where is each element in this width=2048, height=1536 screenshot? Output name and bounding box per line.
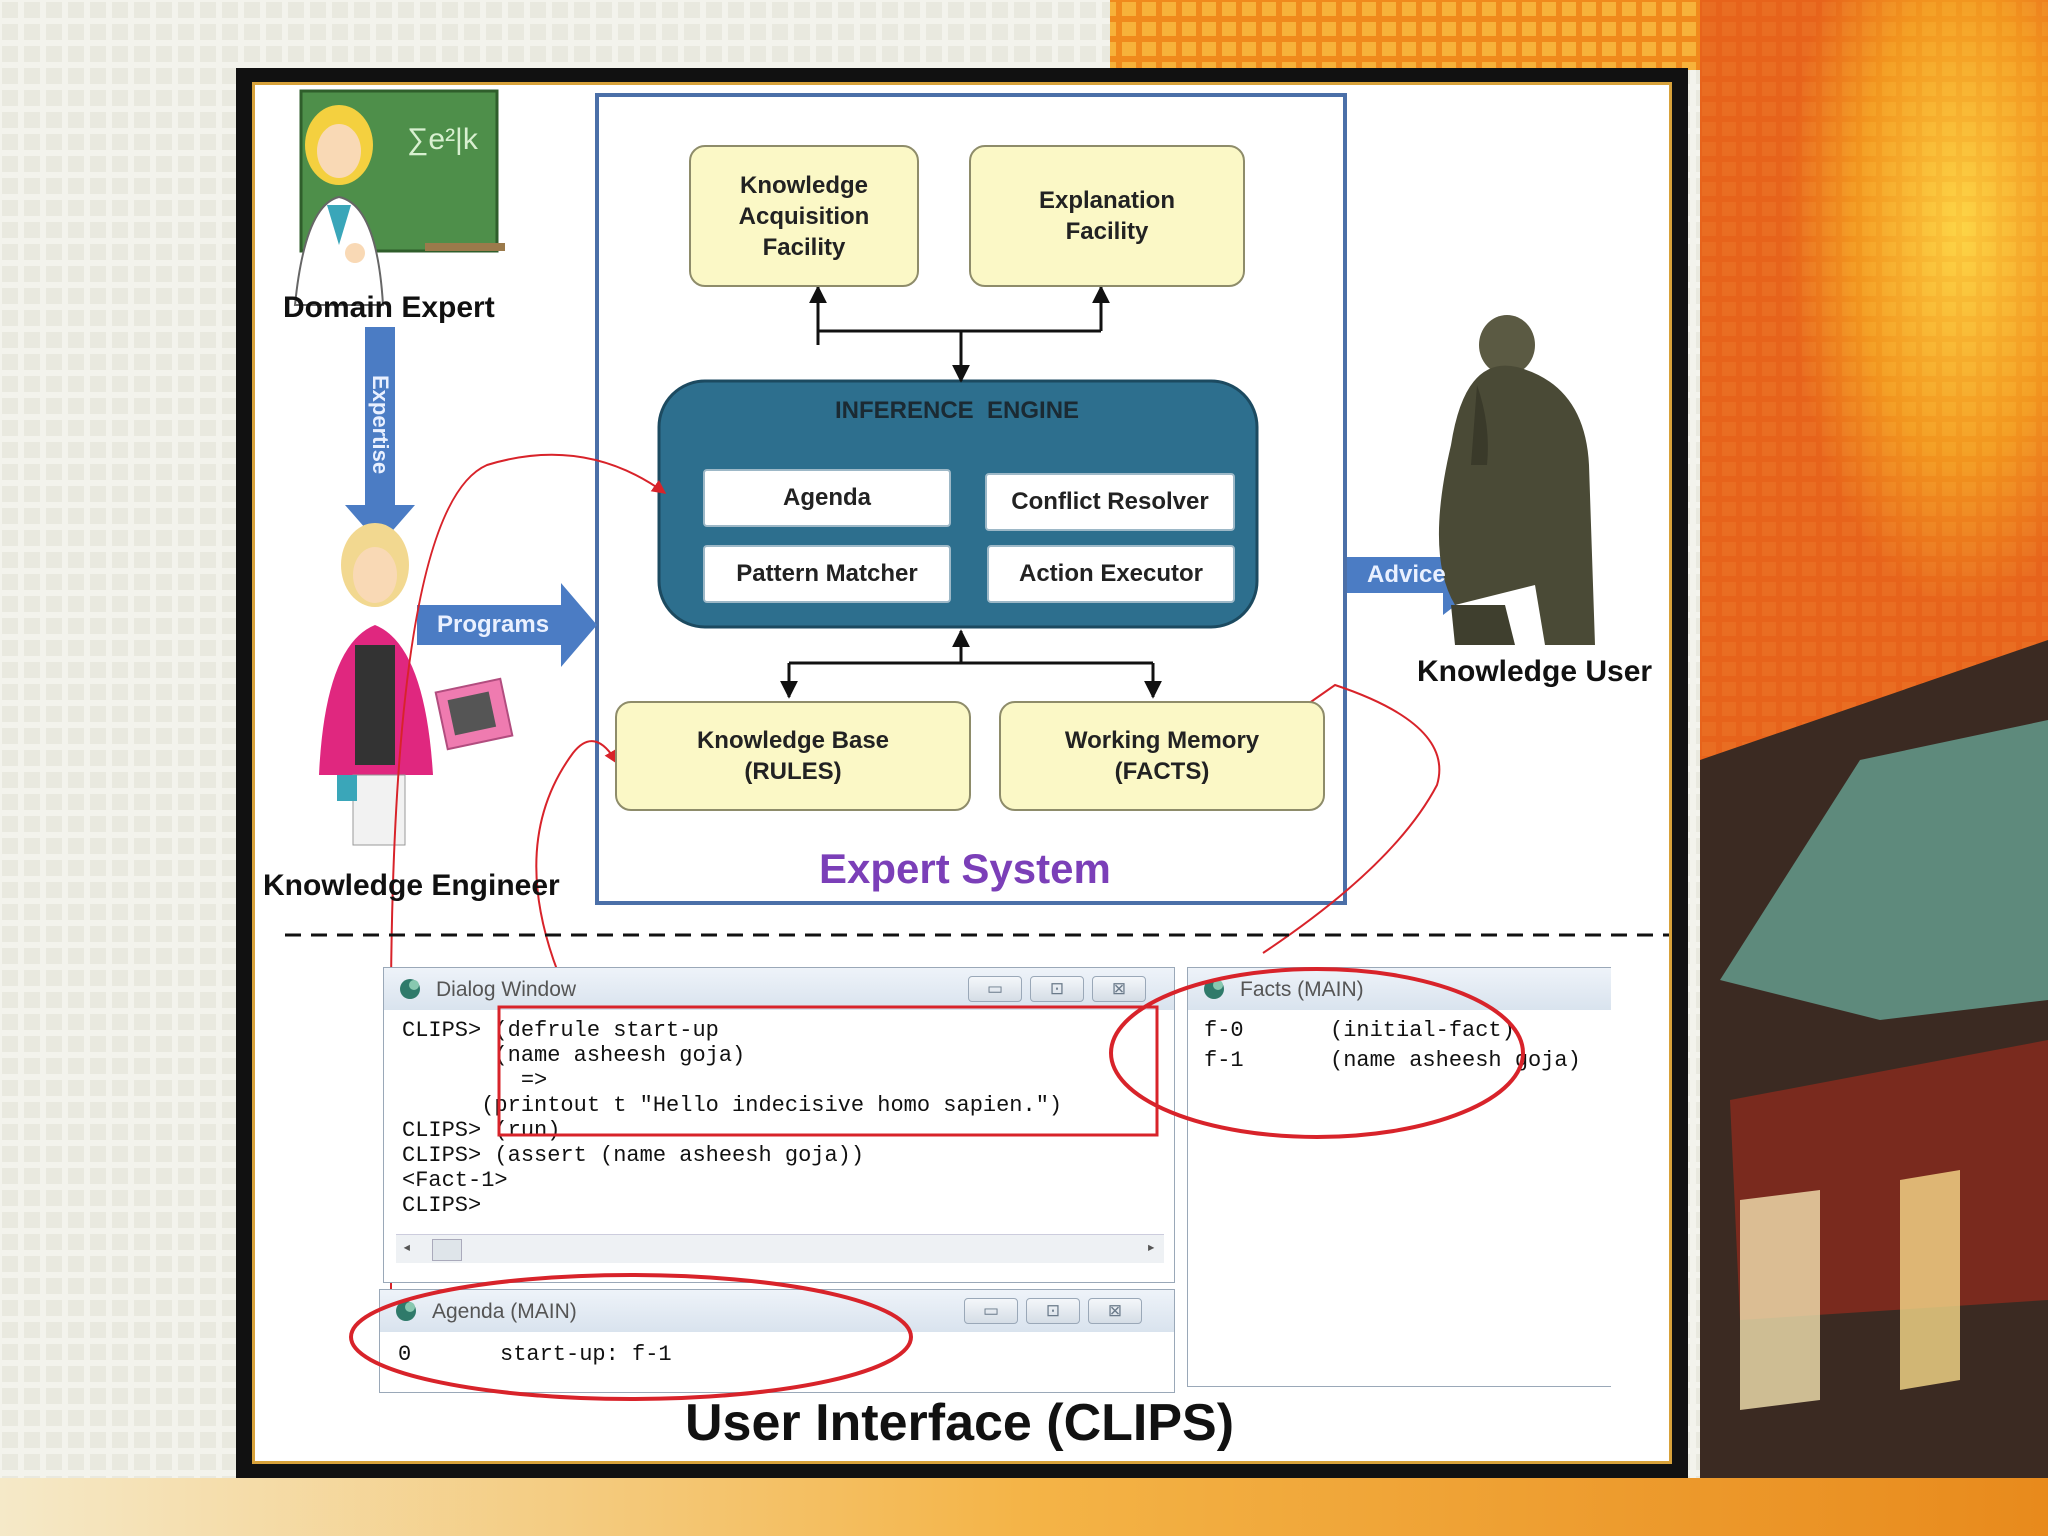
diagram-panel: Domain Expert ∑e²|k Knowledge Engineer K… [252, 82, 1672, 1464]
knowledge-base-text: Knowledge Base (RULES) [697, 725, 889, 787]
programs-arrow-label: Programs [437, 611, 549, 639]
thinker-statue-illustration [1439, 315, 1595, 645]
clips-app-icon [394, 1299, 420, 1323]
action-executor-text: Action Executor [1019, 560, 1203, 588]
knowledge-acquisition-facility: Knowledge Acquisition Facility [689, 145, 919, 287]
blackboard-formula: ∑e²|k [407, 123, 478, 157]
fact-value: (initial-fact) [1330, 1018, 1515, 1043]
dialog-line-8: CLIPS> [402, 1193, 481, 1218]
facts-window: Facts (MAIN) f-0 (initial-fact) f-1 (nam… [1187, 967, 1611, 1387]
facts-window-titlebar: Facts (MAIN) [1188, 968, 1611, 1010]
dialog-line-7: <Fact-1> [402, 1168, 508, 1193]
working-memory-text: Working Memory (FACTS) [1065, 725, 1259, 787]
clips-app-icon [398, 977, 424, 1001]
action-executor-box: Action Executor [987, 545, 1235, 603]
knowledge-engineer-illustration [319, 523, 512, 845]
dialog-line-2: (name asheesh goja) [402, 1043, 745, 1068]
dialog-line-1: CLIPS> (defrule start-up [402, 1018, 719, 1043]
conflict-resolver-box: Conflict Resolver [985, 473, 1235, 531]
dialog-line-3: => [402, 1068, 547, 1093]
knowledge-user-label: Knowledge User [1417, 655, 1652, 689]
fact-id: f-1 [1204, 1048, 1244, 1073]
close-button[interactable]: ⊠ [1088, 1298, 1142, 1324]
dialog-horizontal-scrollbar[interactable]: ◂ ▸ [396, 1234, 1164, 1263]
close-button[interactable]: ⊠ [1092, 976, 1146, 1002]
inference-engine-title: INFERENCE ENGINE [835, 397, 1079, 425]
expertise-arrow-label: Expertise [367, 375, 393, 474]
dialog-line-5: CLIPS> (run) [402, 1118, 560, 1143]
agenda-text: Agenda [783, 484, 871, 512]
dialog-line-6: CLIPS> (assert (name asheesh goja)) [402, 1143, 864, 1168]
facts-window-title: Facts (MAIN) [1240, 978, 1364, 1002]
fact-value: (name asheesh goja) [1330, 1048, 1581, 1073]
pattern-matcher-box: Pattern Matcher [703, 545, 951, 603]
explanation-facility: Explanation Facility [969, 145, 1245, 287]
minimize-button[interactable]: ▭ [964, 1298, 1018, 1324]
agenda-window-titlebar: Agenda (MAIN) ▭ ⊡ ⊠ [380, 1290, 1174, 1332]
fact-id: f-0 [1204, 1018, 1244, 1043]
explanation-facility-text: Explanation Facility [1039, 185, 1175, 247]
maximize-button[interactable]: ⊡ [1030, 976, 1084, 1002]
conflict-resolver-text: Conflict Resolver [1011, 488, 1208, 516]
agenda-activation: start-up: f-1 [500, 1342, 672, 1367]
agenda-box: Agenda [703, 469, 951, 527]
dialog-line-4: (printout t "Hello indecisive homo sapie… [402, 1093, 1150, 1118]
dialog-window: Dialog Window ▭ ⊡ ⊠ CLIPS> (defrule star… [383, 967, 1175, 1283]
clips-app-icon [1202, 977, 1228, 1001]
agenda-window-title: Agenda (MAIN) [432, 1300, 577, 1324]
maximize-button[interactable]: ⊡ [1026, 1298, 1080, 1324]
minimize-button[interactable]: ▭ [968, 976, 1022, 1002]
dialog-window-title: Dialog Window [436, 978, 576, 1002]
pattern-matcher-text: Pattern Matcher [736, 560, 917, 588]
working-memory: Working Memory (FACTS) [999, 701, 1325, 811]
domain-expert-label: Domain Expert [283, 291, 495, 325]
scroll-left-arrow[interactable]: ◂ [402, 1237, 412, 1257]
user-interface-title: User Interface (CLIPS) [685, 1393, 1234, 1453]
knowledge-base: Knowledge Base (RULES) [615, 701, 971, 811]
knowledge-engineer-label: Knowledge Engineer [263, 869, 560, 903]
agenda-window: Agenda (MAIN) ▭ ⊡ ⊠ 0 start-up: f-1 [379, 1289, 1175, 1393]
dialog-window-titlebar: Dialog Window ▭ ⊡ ⊠ [384, 968, 1174, 1010]
scrollbar-thumb[interactable] [432, 1239, 462, 1261]
expert-system-title: Expert System [819, 845, 1111, 893]
scroll-right-arrow[interactable]: ▸ [1146, 1237, 1156, 1257]
advice-arrow-label: Advice [1367, 561, 1446, 589]
knowledge-acquisition-text: Knowledge Acquisition Facility [739, 170, 870, 263]
agenda-salience: 0 [398, 1342, 411, 1367]
